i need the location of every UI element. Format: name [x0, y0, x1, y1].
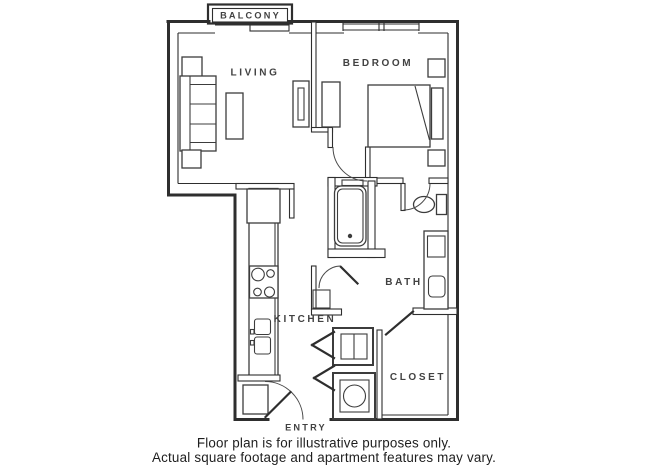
entry-closet: [242, 384, 269, 415]
balcony: [206, 3, 294, 32]
pantry-doors: [310, 330, 336, 360]
faucet: [249, 328, 255, 335]
toilet-tank: [435, 193, 448, 216]
hall-cross-wall: [310, 308, 343, 316]
entry-door-leaf: [263, 390, 293, 419]
doors: [263, 146, 431, 420]
balcony-slider-panel: [249, 24, 290, 32]
tub-faucet-deck: [341, 179, 364, 187]
refrigerator: [246, 188, 281, 224]
laundry-fixtures: [332, 327, 376, 420]
counter-end-cap: [237, 374, 281, 382]
bedroom-window: [342, 21, 420, 31]
label-bath: BATH: [385, 277, 422, 288]
bedroom-door-stub: [364, 146, 371, 181]
disclaimer: Floor plan is for illustrative purposes …: [152, 436, 496, 466]
burner: [251, 267, 265, 282]
fridge-nook-wall: [288, 188, 295, 219]
kitchen-fixtures: [237, 187, 281, 415]
laundry-door: [312, 364, 336, 392]
dresser: [321, 81, 341, 128]
nightstand-bottom: [427, 149, 446, 167]
balcony-inner-line: [211, 7, 289, 23]
stove: [248, 265, 279, 299]
bedroom-bath-wall-b: [428, 177, 449, 185]
living-furniture: [179, 56, 310, 169]
nightstand-top: [427, 58, 446, 78]
label-closet: CLOSET: [390, 372, 446, 383]
label-kitchen: KITCHEN: [274, 314, 337, 325]
tub-wall-bottom: [327, 248, 386, 259]
bath-hall-door-leaf: [339, 265, 360, 286]
vanity-cabinet: [426, 235, 446, 258]
bedroom-bath-wall-a: [376, 177, 404, 185]
bath-fixtures: [312, 179, 449, 310]
label-living: LIVING: [231, 68, 280, 79]
sofa: [179, 75, 217, 152]
stacked-cabinet: [332, 327, 374, 366]
disclaimer-line-1: Floor plan is for illustrative purposes …: [197, 436, 451, 451]
bathtub: [333, 179, 367, 247]
tub-wall-right: [367, 180, 376, 259]
bedroom-furniture: [321, 58, 446, 167]
label-balcony: BALCONY: [220, 11, 281, 21]
coffee-table: [225, 92, 244, 140]
disclaimer-line-2: Actual square footage and apartment feat…: [152, 450, 496, 465]
media-console: [292, 80, 310, 128]
toilet: [412, 193, 448, 216]
label-bedroom: BEDROOM: [343, 58, 413, 69]
sink-basin: [427, 275, 446, 298]
bathroom-door-arc: [403, 183, 431, 211]
bath-door-stub: [400, 182, 406, 212]
bed: [367, 84, 444, 148]
pillow: [430, 87, 444, 140]
bedroom-door-jamb: [327, 126, 334, 149]
bedroom-door-arc: [332, 146, 368, 182]
closet-left-wall: [376, 329, 383, 420]
vanity-sink: [423, 230, 449, 310]
hall-stub-wall: [310, 265, 317, 311]
faucet: [249, 339, 255, 346]
tub-drain: [347, 233, 353, 239]
burner: [253, 287, 262, 297]
label-entry: ENTRY: [285, 423, 327, 433]
balcony-outline: [206, 3, 294, 25]
entry-door-arc: [264, 381, 304, 420]
bath-hall-door-arc: [318, 265, 342, 289]
end-table-bottom: [181, 149, 202, 169]
kitchen-sink: [249, 318, 272, 355]
washer-dryer: [332, 372, 376, 420]
linen-shelf: [312, 289, 331, 309]
living-bedroom-wall: [310, 21, 317, 130]
end-table-top: [181, 56, 203, 78]
room-labels: BALCONY LIVING BEDROOM BATH KITCHEN CLOS…: [220, 11, 446, 433]
washer-drum: [342, 384, 367, 408]
exterior-walls: [166, 20, 459, 421]
closet-door-leaf: [384, 309, 415, 337]
burner: [266, 269, 275, 278]
interior-wall-faces: [177, 32, 449, 416]
bed-fold-line: [414, 85, 431, 141]
burner: [263, 286, 276, 298]
